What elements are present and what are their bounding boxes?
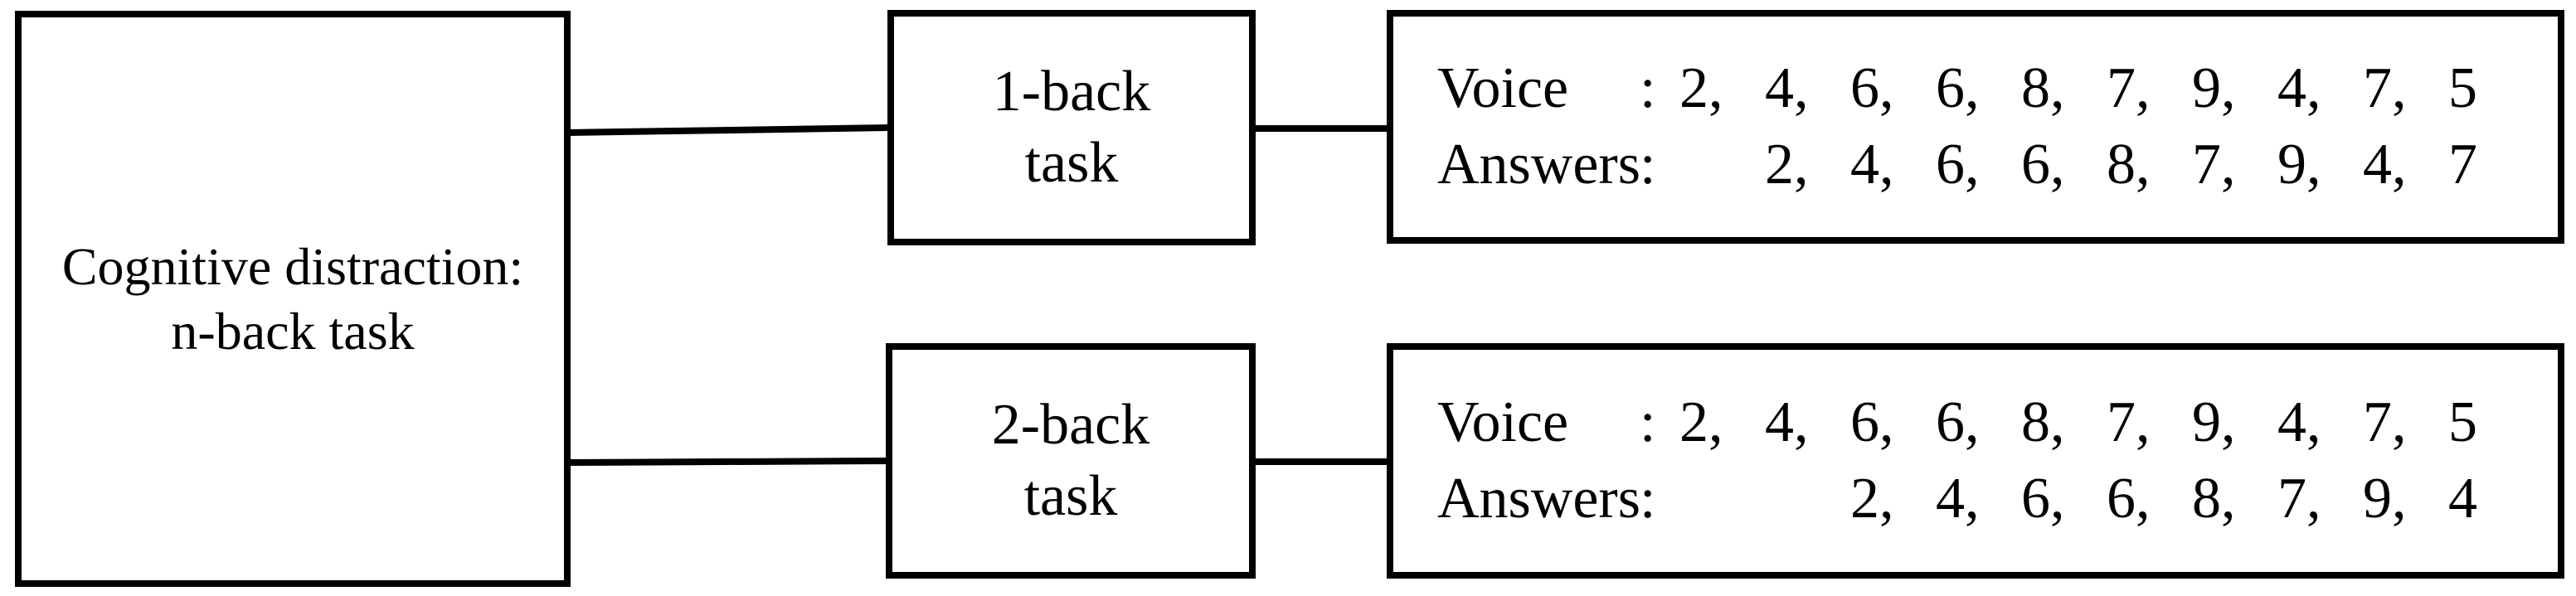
task-box-1back: 1-back task [887, 10, 1256, 245]
sequence-slot: 5 [2448, 56, 2477, 120]
answer-numbers-1back: 2, 4, 6, 6, 8, 7, 9, 4, 7 [1679, 127, 2534, 203]
task2-line2: task [1023, 464, 1118, 528]
sequence-slot: 4 [2448, 467, 2477, 531]
sequence-slot: 7, [2277, 467, 2321, 531]
voice-colon: : [1640, 56, 1656, 120]
sequence-slot: 8, [2107, 133, 2151, 196]
voice-numbers-1back: 2, 4, 6, 6, 8, 7, 9, 4, 7, 5 [1679, 51, 2534, 127]
sequence-slot: 2, [1679, 390, 1723, 454]
sequence-slot: 4, [1765, 56, 1809, 120]
sequence-slot: 7, [2107, 390, 2151, 454]
sequence-slot: 6, [1936, 390, 1980, 454]
voice-label: Voice [1437, 390, 1569, 454]
sequence-slot: 2, [1679, 56, 1723, 120]
sequence-slot: 2, [1765, 133, 1809, 196]
sequence-slot: 7 [2448, 133, 2477, 196]
sequence-slot: 9, [2192, 390, 2236, 454]
sequence-slot: 8, [2192, 467, 2236, 531]
sequence-box-1back: Voice:2,4,6,6,8,7,9,4,7,5 Answers:2,4,6,… [1387, 10, 2564, 244]
voice-row-2back: Voice:2, 4, 6, 6, 8, 7, 9, 4, 7, 5 [1437, 385, 2558, 461]
sequence-slot: 6, [1936, 133, 1980, 196]
answers-row-1back: Answers: 2, 4, 6, 6, 8, 7, 9, 4, 7 [1437, 127, 2558, 203]
voice-colon: : [1640, 390, 1656, 454]
voice-row-1back: Voice:2, 4, 6, 6, 8, 7, 9, 4, 7, 5 [1437, 51, 2558, 127]
sequence-slot: 6, [1850, 390, 1894, 454]
sequence-box-2back: Voice:2,4,6,6,8,7,9,4,7,5 Answers:2,4,6,… [1387, 343, 2564, 579]
sequence-slot: 4, [1850, 133, 1894, 196]
root-box-cognitive-distraction: Cognitive distraction: n-back task [15, 11, 571, 587]
sequence-slot: 4, [1765, 390, 1809, 454]
voice-numbers-2back: 2, 4, 6, 6, 8, 7, 9, 4, 7, 5 [1679, 385, 2534, 461]
sequence-slot: 6, [2021, 467, 2065, 531]
sequence-slot: 7, [2192, 133, 2236, 196]
task1-line2: task [1024, 131, 1119, 195]
sequence-slot: 6, [2107, 467, 2151, 531]
sequence-slot: 9, [2363, 467, 2407, 531]
root-box-line1: Cognitive distraction: [61, 236, 524, 296]
sequence-slot: 7, [2363, 390, 2407, 454]
answers-colon: : [1640, 133, 1656, 196]
sequence-slot: 7, [2107, 56, 2151, 120]
answers-label: Answers [1437, 133, 1640, 196]
root-box-line2: n-back task [171, 301, 415, 361]
task-box-2back: 2-back task [886, 343, 1256, 579]
sequence-slot: 5 [2448, 390, 2477, 454]
sequence-slot: 4, [1936, 467, 1980, 531]
answers-colon: : [1640, 467, 1656, 531]
answers-row-2back: Answers: 2, 4, 6, 6, 8, 7, 9, 4 [1437, 461, 2558, 537]
answers-label: Answers [1437, 467, 1640, 531]
sequence-slot: 2, [1850, 467, 1894, 531]
task1-line1: 1-back [992, 60, 1151, 124]
sequence-slot: 4, [2277, 56, 2321, 120]
voice-label: Voice [1437, 56, 1569, 120]
answer-numbers-2back: 2, 4, 6, 6, 8, 7, 9, 4 [1679, 461, 2534, 537]
sequence-slot: 6, [1936, 56, 1980, 120]
sequence-slot: 7, [2363, 56, 2407, 120]
sequence-slot: 8, [2021, 390, 2065, 454]
sequence-slot: 6, [2021, 133, 2065, 196]
connector-root-to-2back [566, 458, 888, 466]
task2-line1: 2-back [991, 393, 1150, 457]
connector-root-to-1back [566, 124, 890, 136]
sequence-slot: 6, [1850, 56, 1894, 120]
sequence-slot: 9, [2192, 56, 2236, 120]
sequence-slot: 9, [2277, 133, 2321, 196]
sequence-slot: 4, [2277, 390, 2321, 454]
sequence-slot: 4, [2363, 133, 2407, 196]
sequence-slot: 8, [2021, 56, 2065, 120]
